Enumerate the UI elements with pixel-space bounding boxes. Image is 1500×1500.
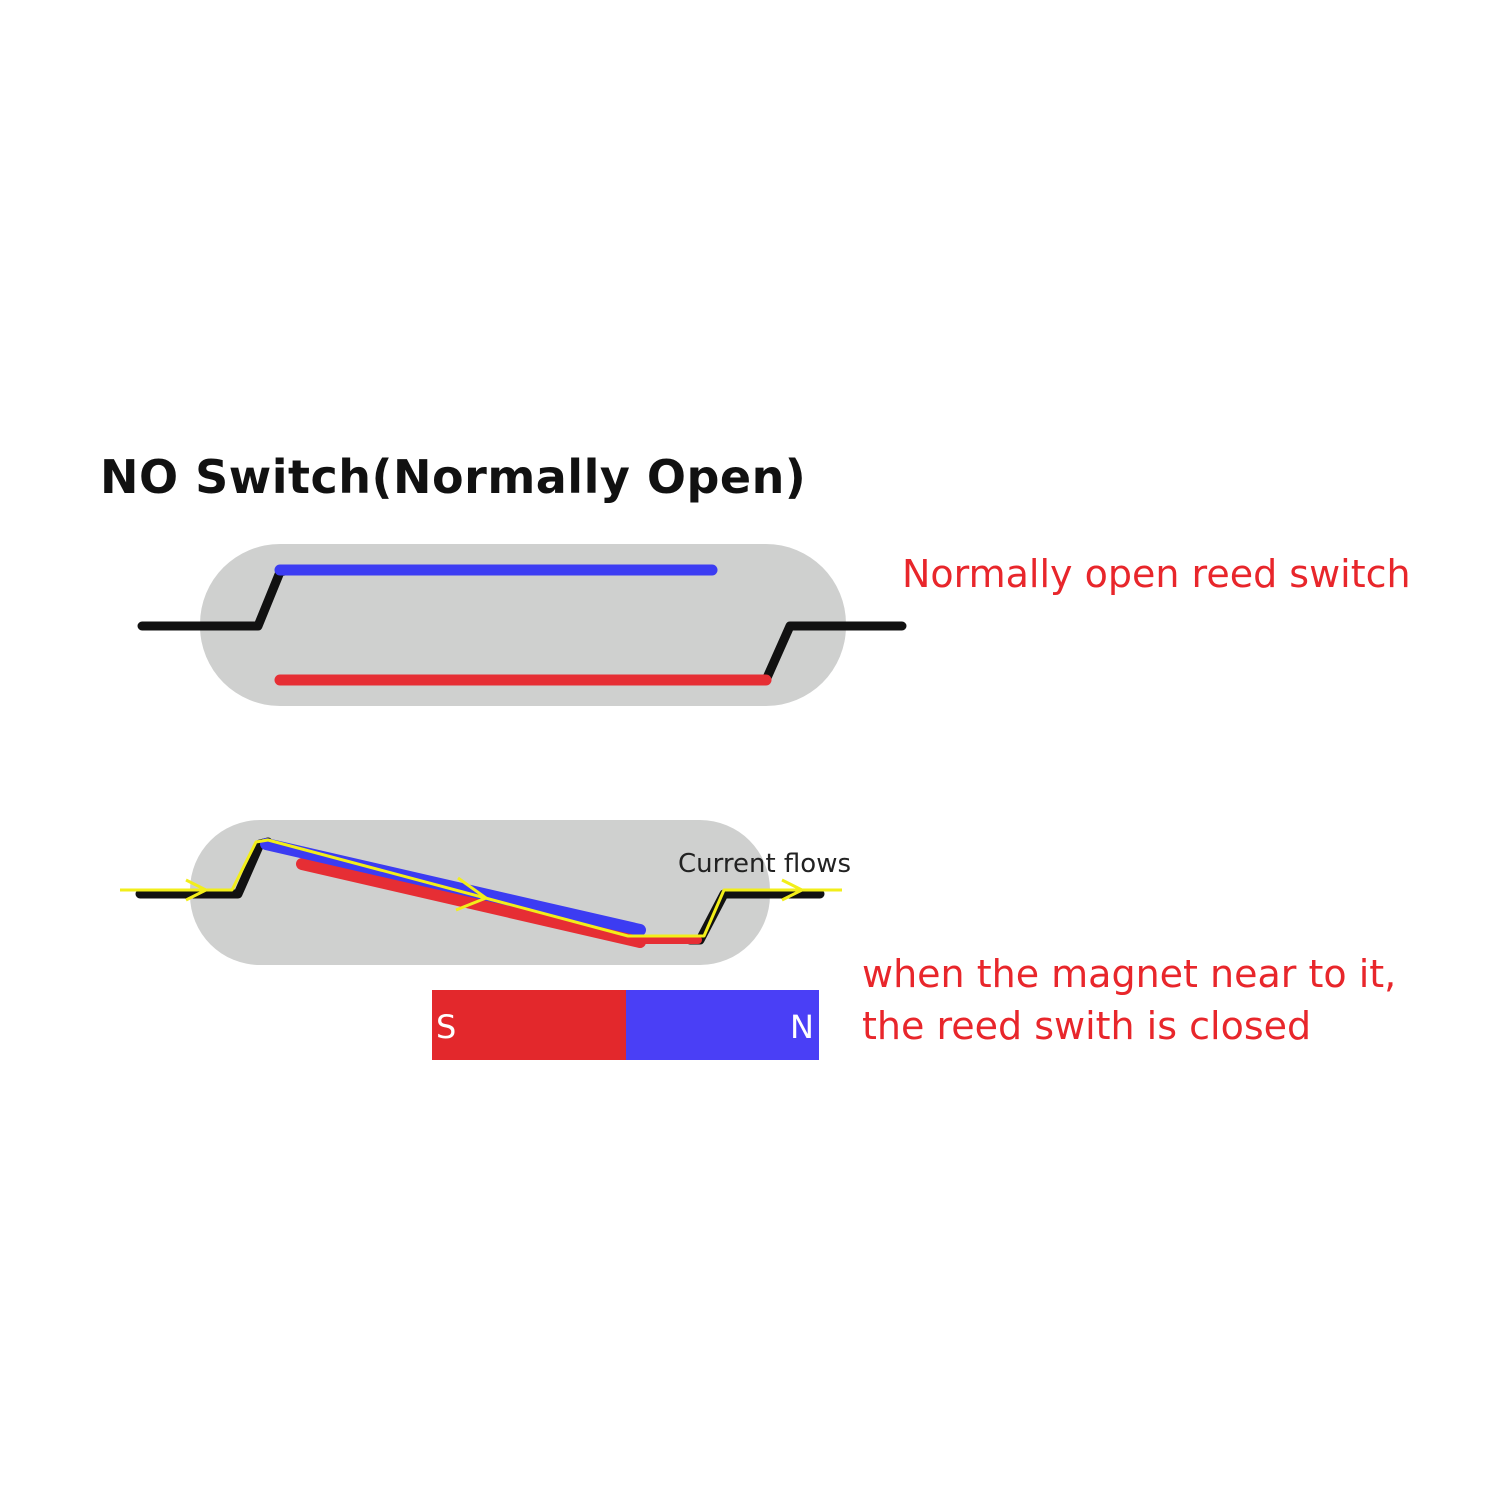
- caption-closed-line2: the reed swith is closed: [862, 1004, 1312, 1048]
- current-flows-label: Current flows: [678, 849, 851, 879]
- current-arrow-icon: [185, 878, 210, 902]
- magnet-south-pole: [432, 990, 626, 1060]
- upper-reed-contact-closed: [260, 838, 646, 936]
- closed-reed-switch: Current flows: [120, 820, 851, 965]
- magnet-north-pole: [626, 990, 819, 1060]
- current-arrow-icon: [455, 876, 490, 912]
- current-path: [120, 838, 842, 938]
- caption-closed: when the magnet near to it, the reed swi…: [862, 948, 1396, 1052]
- current-arrow-icon: [781, 878, 806, 902]
- magnet-north-label: N: [790, 1008, 814, 1046]
- diagram-title: NO Switch(Normally Open): [100, 450, 807, 504]
- caption-normally-open: Normally open reed switch: [902, 552, 1411, 596]
- glass-envelope-open: [200, 544, 846, 706]
- caption-closed-line1: when the magnet near to it,: [862, 952, 1397, 996]
- open-reed-switch: [137, 544, 907, 706]
- bar-magnet: S N: [432, 990, 819, 1060]
- magnet-south-label: S: [436, 1008, 456, 1046]
